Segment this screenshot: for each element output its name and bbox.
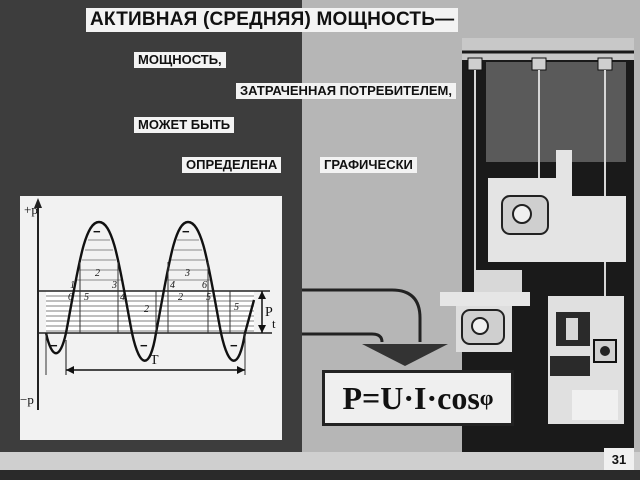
period-arrow-left xyxy=(66,366,74,374)
area-label: 3 xyxy=(184,268,190,279)
peak-hatching xyxy=(76,239,211,281)
caption-line: ГРАФИЧЕСКИ xyxy=(320,157,417,174)
p-label: P xyxy=(265,305,273,320)
formula-phi: φ xyxy=(479,385,494,410)
area-label: 4 xyxy=(170,280,175,291)
formula-main: P=U·I·cos xyxy=(342,379,480,416)
minus-sign: − xyxy=(140,338,148,353)
axis-top-label: +p xyxy=(24,202,38,217)
power-graph: +p −p t T P 1 2 3 4 5 6 2 3 4 5 6 2 5 − xyxy=(20,196,282,440)
flow-arrow xyxy=(302,288,448,366)
p-axis-arrow xyxy=(34,198,42,208)
slide-title: АКТИВНАЯ (СРЕДНЯЯ) МОЩНОСТЬ— xyxy=(86,8,459,32)
area-label: 2 xyxy=(144,304,149,315)
area-label: 5 xyxy=(84,292,89,303)
area-label: 5 xyxy=(234,302,239,313)
t-label: t xyxy=(272,316,276,331)
area-label: 4 xyxy=(120,292,125,303)
area-label: 3 xyxy=(111,280,117,291)
p-bracket-bottom xyxy=(258,325,266,333)
page-number: 31 xyxy=(604,448,634,470)
caption-line: ОПРЕДЕЛЕНА xyxy=(182,157,282,174)
area-label: 2 xyxy=(178,292,183,303)
axis-bottom-label: −p xyxy=(20,392,34,407)
area-label: 6 xyxy=(68,292,73,303)
bottom-edge xyxy=(0,470,640,480)
area-label: 5 xyxy=(206,292,211,303)
minus-sign: − xyxy=(230,338,238,353)
ceiling-rail-icon xyxy=(462,38,634,60)
negative-marks: − − − − − xyxy=(50,224,238,353)
p-bracket-top xyxy=(258,291,266,299)
area-labels: 1 2 3 4 5 6 2 3 4 5 6 2 5 xyxy=(68,268,239,315)
minus-sign: − xyxy=(93,224,101,239)
area-label: 1 xyxy=(70,280,75,291)
period-arrow-right xyxy=(237,366,245,374)
caption-line: ЗАТРАЧЕННАЯ ПОТРЕБИТЕЛЕМ, xyxy=(236,83,456,100)
period-label: T xyxy=(150,353,159,368)
power-curve xyxy=(44,220,256,362)
caption-line: МОЖЕТ БЫТЬ xyxy=(134,117,235,134)
area-label: 2 xyxy=(95,268,100,279)
minus-sign: − xyxy=(50,338,58,353)
area-label: 6 xyxy=(202,280,207,291)
average-power-area xyxy=(46,291,254,333)
average-area-hatching xyxy=(46,295,254,332)
minus-sign: − xyxy=(182,224,190,239)
segment-dividers xyxy=(45,262,246,375)
caption-line: МОЩНОСТЬ, xyxy=(134,52,226,69)
